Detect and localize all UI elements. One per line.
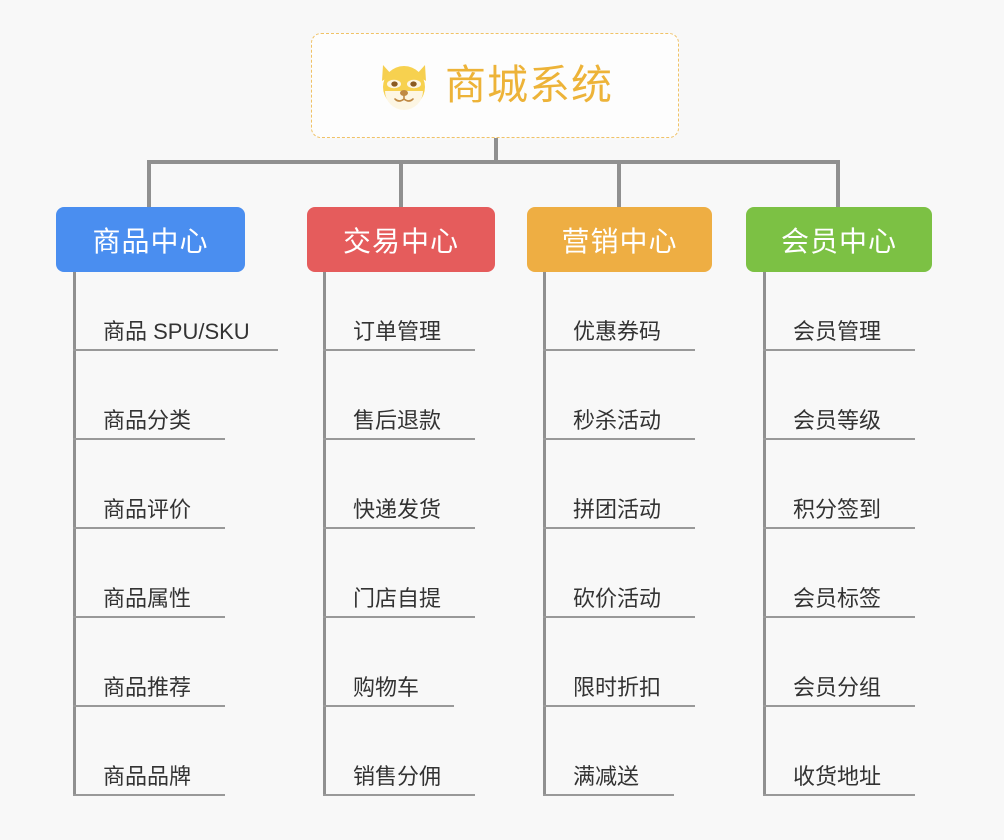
leaf-underline [73,438,225,440]
leaf-item[interactable]: 会员管理 [763,262,933,351]
leaf-underline [323,438,475,440]
leaf-label: 商品分类 [103,408,192,433]
leaf-label: 优惠券码 [573,319,662,344]
leaf-label: 会员分组 [793,675,882,700]
root-node-mall-system[interactable]: 商城系统 [311,33,679,138]
leaf-underline [763,438,915,440]
category-label: 交易中心 [342,225,459,257]
leaf-underline [763,349,915,351]
leaf-item[interactable]: 拼团活动 [543,440,713,529]
leaf-underline [323,527,475,529]
leaf-item[interactable]: 收货地址 [763,707,933,796]
leaf-underline [543,438,695,440]
leaf-item[interactable]: 砍价活动 [543,529,713,618]
leaf-underline [543,616,695,618]
leaf-label: 限时折扣 [573,675,662,700]
leaf-item[interactable]: 门店自提 [323,529,493,618]
leaf-underline [323,794,475,796]
leaf-label: 销售分佣 [353,764,442,789]
leaf-item[interactable]: 快递发货 [323,440,493,529]
leaf-label: 收货地址 [793,764,882,789]
leaf-label: 快递发货 [353,497,442,522]
leaf-label: 购物车 [353,675,420,700]
leaf-item[interactable]: 秒杀活动 [543,351,713,440]
category-label: 营销中心 [561,225,678,257]
connector-drop-4 [836,160,840,207]
leaf-label: 拼团活动 [573,497,662,522]
leaf-label: 会员等级 [793,408,882,433]
leaf-label: 商品品牌 [103,764,192,789]
leaf-underline [73,527,225,529]
leaf-underline [763,616,915,618]
leaf-label: 售后退款 [353,408,442,433]
leaf-label: 会员管理 [793,319,882,344]
leaf-underline [73,794,225,796]
leaf-label: 积分签到 [793,497,882,522]
leaf-item[interactable]: 商品品牌 [73,707,243,796]
leaf-item[interactable]: 商品推荐 [73,618,243,707]
connector-drop-3 [617,160,621,207]
leaf-underline [543,349,695,351]
column-spine [763,272,766,796]
category-header-marketing-center[interactable]: 营销中心 [527,207,712,272]
leaf-underline [763,794,915,796]
category-header-trade-center[interactable]: 交易中心 [307,207,495,272]
leaf-item[interactable]: 商品评价 [73,440,243,529]
leaf-underline [323,349,475,351]
category-header-product-center[interactable]: 商品中心 [56,207,245,272]
category-header-member-center[interactable]: 会员中心 [746,207,932,272]
leaf-item[interactable]: 商品 SPU/SKU [73,262,293,351]
leaf-underline [763,705,915,707]
leaf-item[interactable]: 满减送 [543,707,691,796]
leaf-item[interactable]: 商品分类 [73,351,243,440]
leaf-underline [543,794,674,796]
leaf-underline [73,705,225,707]
leaf-underline [543,705,695,707]
connector-horizontal-bus [147,160,840,164]
leaf-underline [73,616,225,618]
leaf-underline [73,349,278,351]
leaf-label: 满减送 [573,764,640,789]
leaf-item[interactable]: 商品属性 [73,529,243,618]
leaf-underline [323,616,475,618]
category-label: 会员中心 [780,225,897,257]
leaf-item[interactable]: 售后退款 [323,351,493,440]
leaf-item[interactable]: 订单管理 [323,262,493,351]
root-title: 商城系统 [445,62,613,108]
category-label: 商品中心 [92,225,209,257]
leaf-label: 订单管理 [353,319,442,344]
leaf-label: 门店自提 [353,586,442,611]
leaf-underline [763,527,915,529]
leaf-label: 秒杀活动 [573,408,662,433]
leaf-underline [543,527,695,529]
connector-root-stem [494,138,498,163]
column-spine [323,272,326,796]
leaf-underline [323,705,454,707]
leaf-item[interactable]: 销售分佣 [323,707,493,796]
connector-drop-1 [147,160,151,207]
leaf-label: 会员标签 [793,586,882,611]
leaf-item[interactable]: 会员标签 [763,529,933,618]
connector-drop-2 [399,160,403,207]
leaf-item[interactable]: 积分签到 [763,440,933,529]
leaf-item[interactable]: 会员等级 [763,351,933,440]
leaf-label: 商品推荐 [103,675,192,700]
leaf-label: 砍价活动 [573,586,662,611]
leaf-item[interactable]: 优惠券码 [543,262,713,351]
leaf-item[interactable]: 购物车 [323,618,471,707]
leaf-label: 商品属性 [103,586,192,611]
leaf-label: 商品评价 [103,497,192,522]
leaf-label: 商品 SPU/SKU [103,319,250,344]
column-spine [543,272,546,796]
leaf-item[interactable]: 会员分组 [763,618,933,707]
column-spine [73,272,76,796]
leaf-item[interactable]: 限时折扣 [543,618,713,707]
shiba-dog-face-icon [377,61,431,111]
